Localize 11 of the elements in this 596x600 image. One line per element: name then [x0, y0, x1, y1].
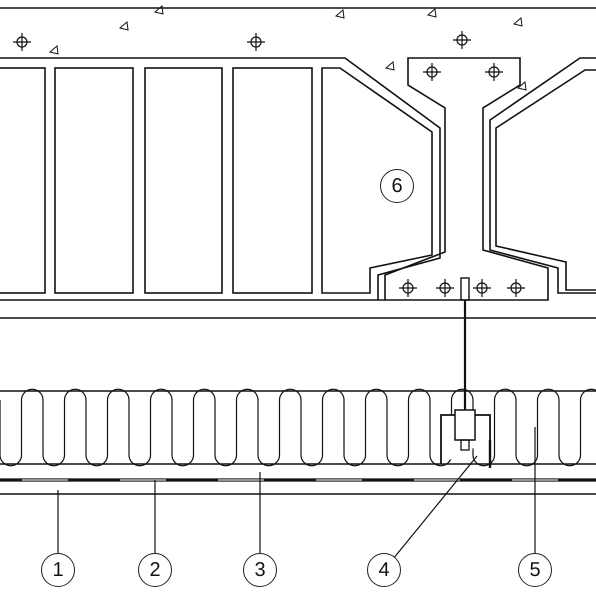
leader-line: [154, 480, 156, 553]
callout-number: 2: [138, 553, 172, 587]
callout-number: 5: [518, 553, 552, 587]
leader-line: [57, 490, 59, 553]
callout-number: 3: [243, 553, 277, 587]
callout-number: 6: [380, 169, 414, 203]
callout-number: 1: [41, 553, 75, 587]
leader-line: [534, 427, 536, 553]
leader-line: [394, 456, 478, 558]
leader-line: [259, 472, 261, 553]
callout-number: 4: [367, 553, 401, 587]
